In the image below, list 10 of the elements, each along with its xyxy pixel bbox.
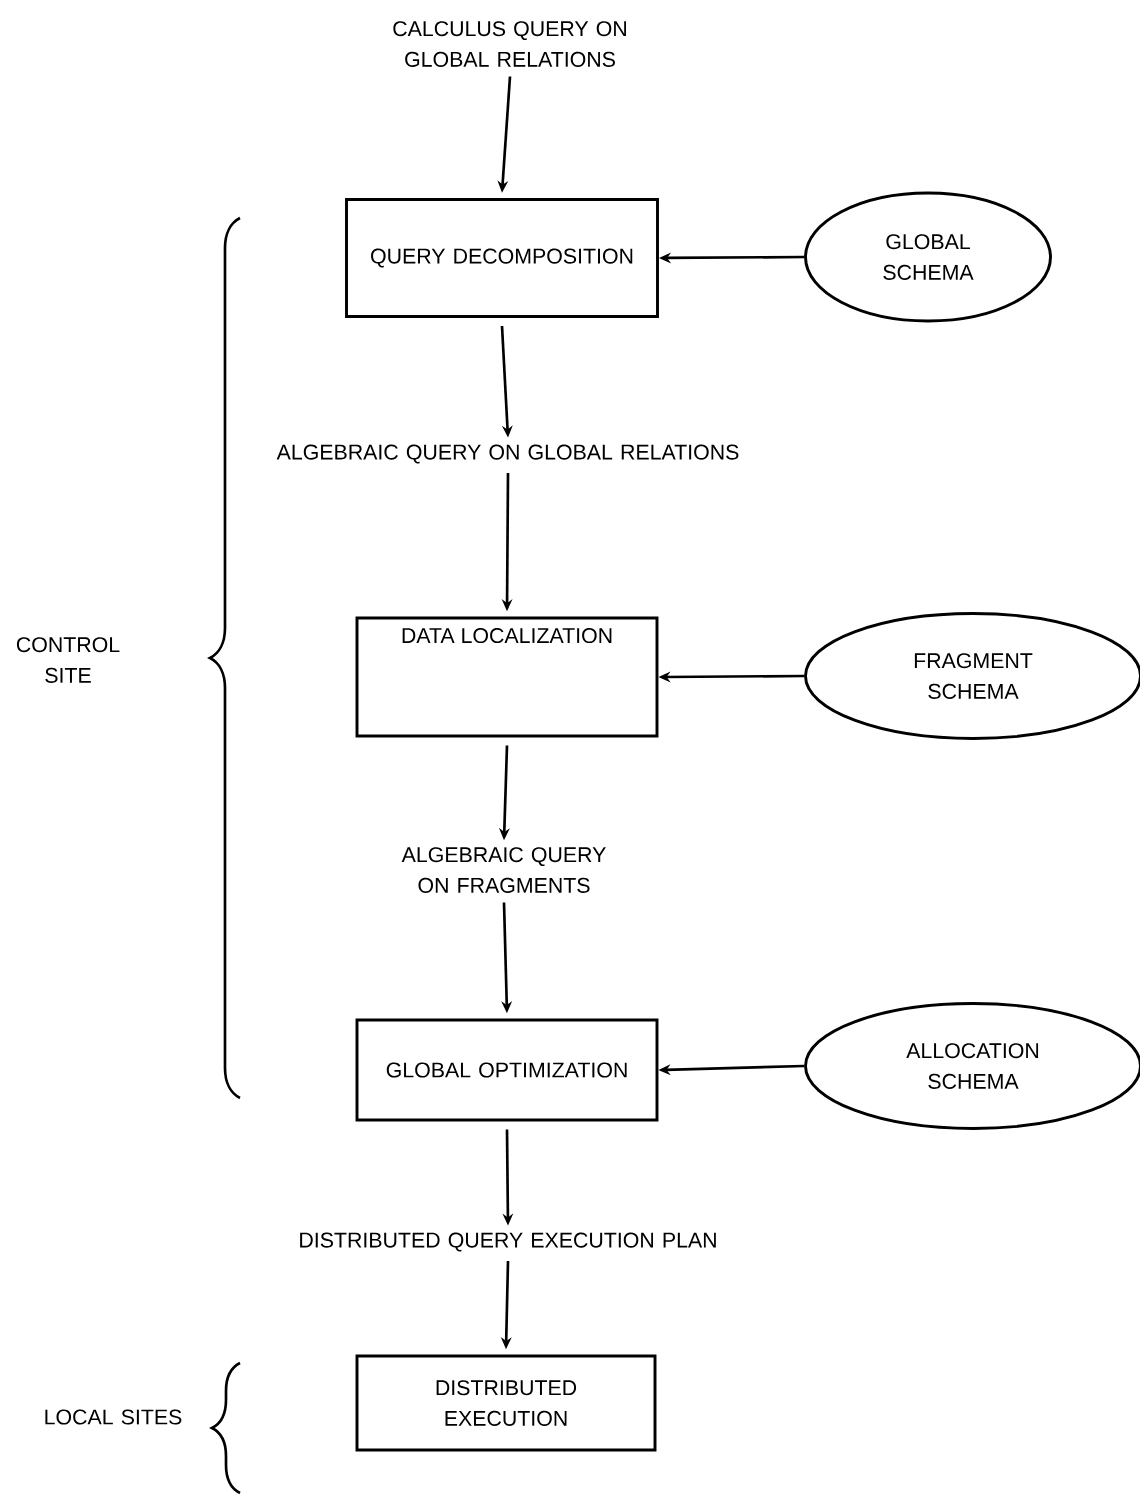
side-label: LOCAL SITES [45,1409,182,1425]
process-box: DISTRIBUTED EXECUTION [355,1354,657,1452]
flow-text: DISTRIBUTED QUERY EXECUTION PLAN [300,1232,716,1252]
process-box: QUERY DECOMPOSITION [345,198,659,318]
process-box: DATA LOCALIZATION [355,616,659,738]
flow-text: ALGEBRAIC QUERY ON FRAGMENTS [401,847,606,893]
side-label: CONTROL SITE [16,637,120,683]
process-box: GLOBAL OPTIMIZATION [355,1018,659,1122]
flow-text: CALCULUS QUERY ON GLOBAL RELATIONS [393,21,626,67]
flow-text: ALGEBRAIC QUERY ON GLOBAL RELATIONS [276,444,739,464]
